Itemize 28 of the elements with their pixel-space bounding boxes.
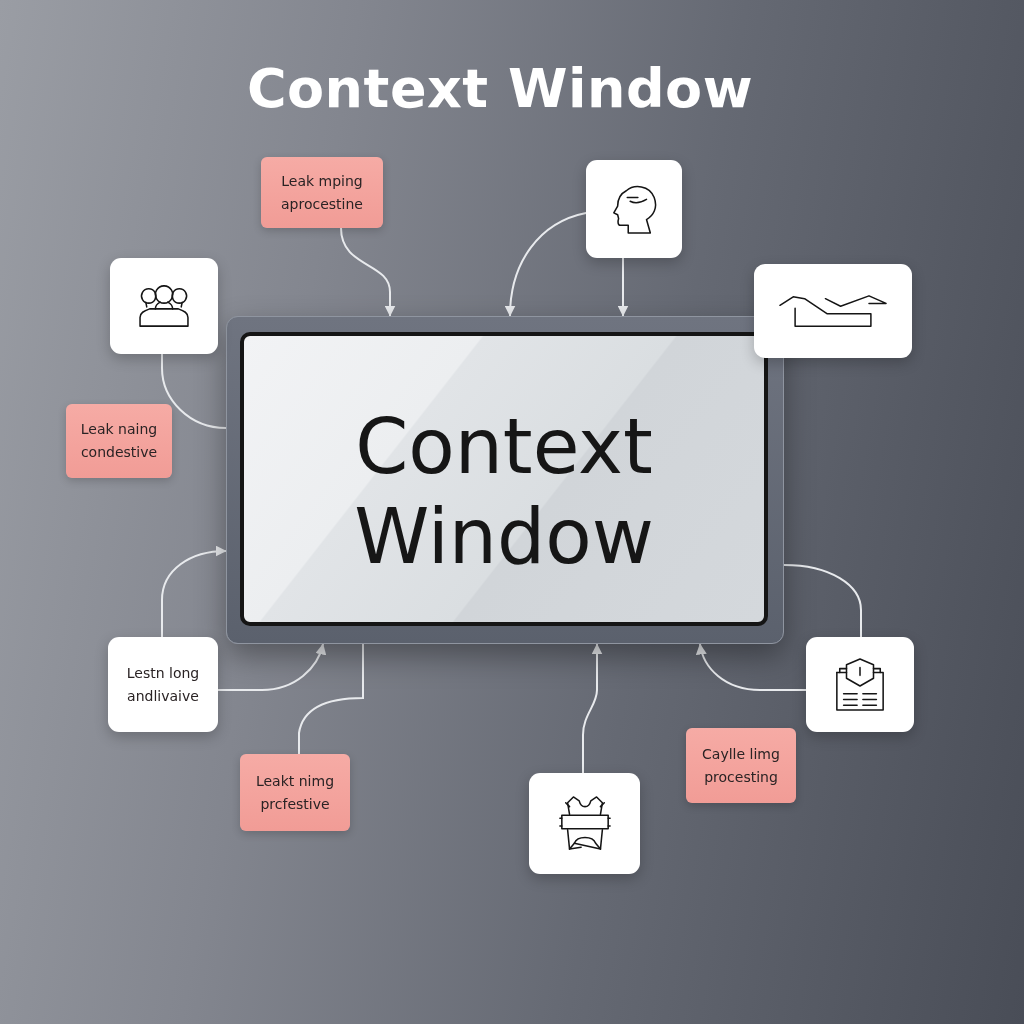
- card-text: Caylle limg procesting: [701, 744, 781, 787]
- connector-line: [298, 643, 364, 755]
- card-text: Leak mping aprocestine: [280, 171, 364, 214]
- connector-line: [161, 353, 227, 429]
- connector-arrow: [340, 227, 396, 317]
- icon-card: [586, 160, 682, 258]
- connector-arrow: [582, 643, 603, 774]
- note-card: [261, 157, 383, 228]
- connector-arrow: [505, 212, 587, 317]
- icon-card: [529, 773, 640, 874]
- diagram-title: Context Window: [246, 58, 754, 120]
- connector-arrow: [161, 545, 227, 638]
- card-text: Leak naing condestive: [79, 420, 159, 462]
- icon-card: [806, 637, 914, 732]
- icon-card: [754, 264, 912, 358]
- connector-arrow: [217, 643, 326, 691]
- text-card: [108, 637, 218, 732]
- note-card: [240, 754, 350, 831]
- screen-title: Context Window: [353, 402, 655, 582]
- note-card: [686, 728, 796, 803]
- card-text: Leakt nimg prcfestive: [254, 771, 336, 814]
- connector-line: [783, 564, 862, 638]
- icon-card: [110, 258, 218, 354]
- note-card: [66, 404, 172, 478]
- connector-arrow: [617, 257, 629, 317]
- display-frame: [226, 316, 784, 644]
- card-text: Lestn long andlivaive: [125, 663, 201, 706]
- connector-arrow: [696, 643, 807, 691]
